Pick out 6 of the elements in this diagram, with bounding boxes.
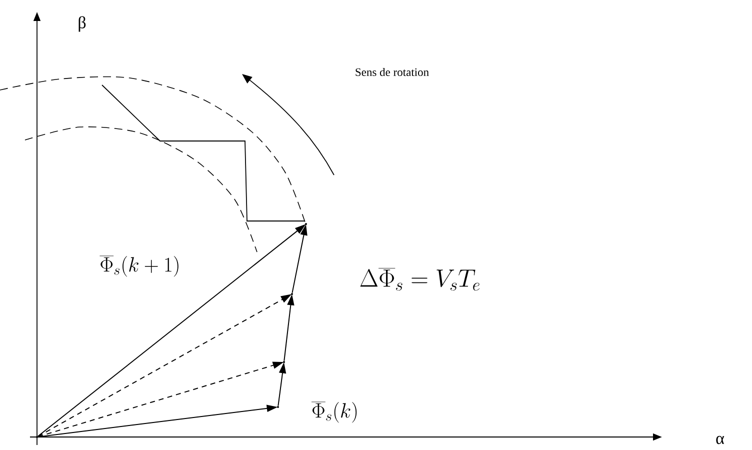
annotation-text: Sens de rotation (356, 68, 429, 76)
vector-label: $\overline{\Phi}_s(k+1)$ (100, 256, 178, 277)
vector-label: $\overline{\Phi}_s(k)$ (312, 402, 357, 423)
axis-label: β (78, 16, 86, 32)
formula: $\Delta\overline{\Phi}_s = V_s T_e$ (360, 268, 480, 291)
axis-label: α (716, 436, 724, 444)
